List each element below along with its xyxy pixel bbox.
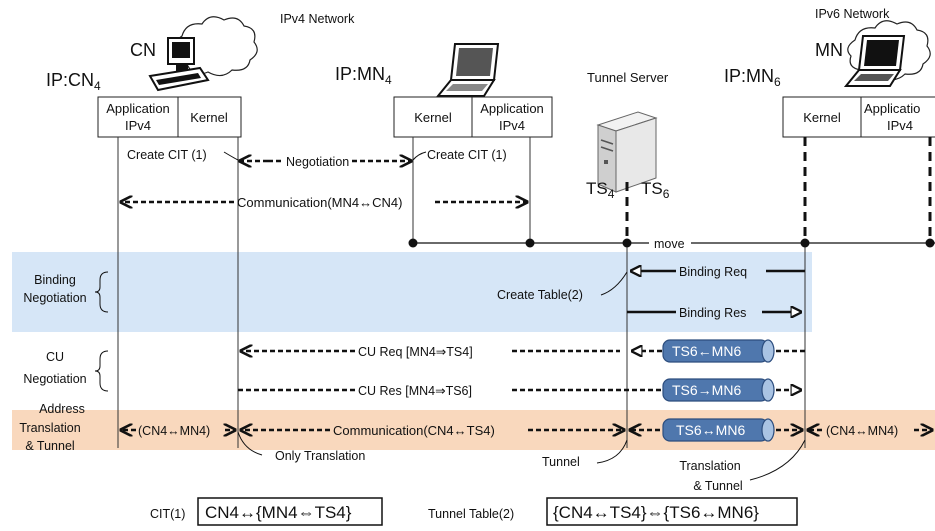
move-dot-mn4-app — [525, 238, 535, 248]
cu-phase-brace — [94, 350, 109, 392]
cu-res-label: CU Res [MN4⇒TS6] — [358, 384, 472, 398]
svg-text:Kernel: Kernel — [190, 110, 228, 125]
tunnel-leader — [596, 439, 628, 464]
mn6-kernel-box: Kernel — [782, 96, 862, 138]
move-dot-mn6-app — [925, 238, 935, 248]
tunnel-table-legend-box — [546, 497, 798, 526]
binding-phase-brace — [94, 271, 109, 313]
communication-top-label: Communication(MN4↔CN4) — [237, 195, 402, 210]
cu-phase-label-2: Negotiation — [23, 372, 86, 386]
tunnel-table-legend-value: {CN4↔TS4}⇔{TS6↔MN6} — [553, 503, 759, 522]
laptop-icon-mn6 — [843, 35, 906, 87]
create-table-label: Create Table(2) — [497, 288, 583, 302]
ipv4-network-label: IPv4 Network — [280, 12, 355, 26]
laptop-icon-mn4 — [435, 43, 500, 97]
desktop-computer-icon — [148, 37, 210, 92]
mn4-application-box: Application IPv4 — [471, 96, 553, 138]
translation-tunnel-label-1: Translation — [679, 459, 740, 473]
negotiation-label: Negotiation — [286, 155, 349, 169]
server-icon — [596, 111, 658, 193]
tunnel-table-legend-label: Tunnel Table(2) — [428, 507, 514, 521]
addr-phase-label-2: Translation — [19, 421, 80, 435]
mn6-application-box: Applicatio IPv4 — [860, 96, 935, 138]
svg-text:IPv4: IPv4 — [499, 118, 525, 133]
tunnel-server-label: Tunnel Server — [587, 70, 669, 85]
communication-bottom-label: Communication(CN4↔TS4) — [333, 423, 495, 438]
tunnel-pipe-comm: TS6↔MN6 — [662, 418, 775, 442]
ip-mn6-label: IP:MN6 — [724, 66, 781, 89]
cn4-mn4-left-label: (CN4↔MN4) — [138, 424, 210, 438]
cn-label: CN — [130, 40, 156, 60]
svg-text:TS6→MN6: TS6→MN6 — [672, 382, 741, 398]
only-translation-label: Only Translation — [275, 449, 365, 463]
ts6-label: TS6 — [641, 179, 670, 201]
ipv6-network-label: IPv6 Network — [815, 7, 890, 21]
tunnel-label: Tunnel — [542, 455, 580, 469]
create-table-leader — [600, 271, 628, 296]
ip-cn4-label: IP:CN4 — [46, 70, 101, 93]
ip-mn4-label: IP:MN4 — [335, 64, 392, 87]
binding-phase-label-1: Binding — [34, 273, 76, 287]
svg-text:Application: Application — [480, 101, 544, 116]
binding-res-label: Binding Res — [679, 306, 746, 320]
cn-kernel-box: Kernel — [177, 96, 242, 138]
svg-text:IPv4: IPv4 — [125, 118, 151, 133]
cu-phase-label-1: CU — [46, 350, 64, 364]
svg-text:Application: Application — [106, 101, 170, 116]
only-translation-leader — [237, 431, 263, 456]
cn4-mn4-right-label: (CN4↔MN4) — [826, 424, 898, 438]
move-dot-mn6-kernel — [800, 238, 810, 248]
svg-text:Kernel: Kernel — [803, 110, 841, 125]
svg-text:Applicatio: Applicatio — [864, 101, 920, 116]
translation-tunnel-leader — [749, 439, 806, 481]
ts4-label: TS4 — [586, 179, 615, 201]
tunnel-pipe-res: TS6→MN6 — [662, 378, 775, 402]
create-cit-right-label: Create CIT (1) — [427, 148, 507, 162]
translation-tunnel-label-2: & Tunnel — [693, 479, 742, 493]
cit-legend-box — [197, 497, 383, 526]
addr-phase-label-1: Address — [39, 402, 85, 416]
cit-legend-value: CN4↔{MN4⇔TS4} — [205, 503, 352, 522]
move-dot-mn4-kernel — [408, 238, 418, 248]
svg-text:IPv4: IPv4 — [887, 118, 913, 133]
move-dot-ts — [622, 238, 632, 248]
svg-text:TS6↔MN6: TS6↔MN6 — [676, 422, 745, 438]
address-translation-band — [12, 410, 935, 450]
svg-text:TS6←MN6: TS6←MN6 — [672, 343, 741, 359]
create-cit-left-label: Create CIT (1) — [127, 148, 207, 162]
create-cit-left-leader — [223, 151, 239, 161]
mn-label: MN — [815, 40, 843, 60]
create-cit-right-leader — [412, 151, 427, 161]
cit-legend-label: CIT(1) — [150, 507, 185, 521]
svg-text:Kernel: Kernel — [414, 110, 452, 125]
binding-phase-label-2: Negotiation — [23, 291, 86, 305]
addr-phase-label-3: & Tunnel — [25, 439, 74, 453]
mn4-kernel-box: Kernel — [393, 96, 473, 138]
cn-application-box: Application IPv4 — [97, 96, 179, 138]
tunnel-pipe-req: TS6←MN6 — [662, 339, 775, 363]
binding-req-label: Binding Req — [679, 265, 747, 279]
move-label: move — [654, 237, 685, 251]
cu-req-label: CU Req [MN4⇒TS4] — [358, 345, 473, 359]
